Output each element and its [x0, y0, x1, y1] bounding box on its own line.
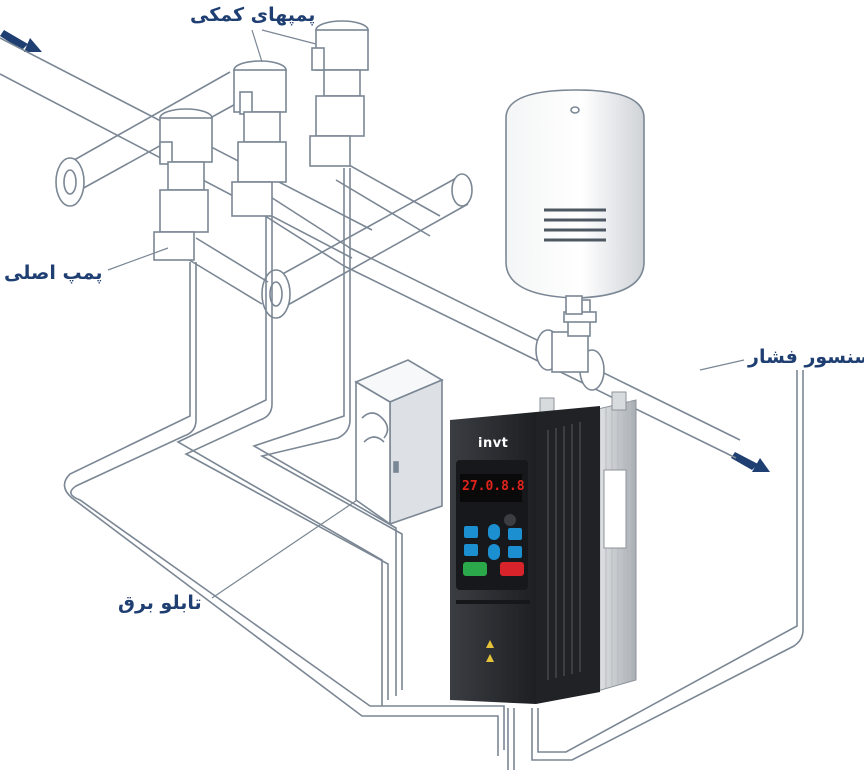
control-cables — [63, 168, 804, 770]
main-pump — [153, 108, 213, 261]
vfd-brand-logo: invt — [478, 436, 509, 451]
label-electric-panel: تابلو برق — [118, 592, 202, 614]
suction-pipe — [0, 37, 373, 259]
label-main-pump: پمپ اصلی — [4, 262, 103, 284]
aux-pump-1 — [309, 20, 369, 167]
vfd-display: 27.0.8.8 — [462, 479, 525, 494]
pressure-tank — [505, 89, 645, 315]
discharge-manifold — [185, 159, 741, 459]
label-pressure-sensor: سنسور فشار — [748, 346, 864, 368]
label-aux-pumps: پمپهای کمکی — [190, 4, 316, 26]
label-leader-lines — [107, 29, 745, 599]
aux-pump-2 — [231, 60, 287, 217]
vfd-drive — [450, 406, 600, 704]
flow-arrow-in — [0, 30, 42, 52]
electric-panel — [354, 359, 444, 526]
keypad — [463, 524, 524, 576]
flow-arrow-out — [731, 452, 770, 472]
knob-icon — [504, 514, 516, 526]
